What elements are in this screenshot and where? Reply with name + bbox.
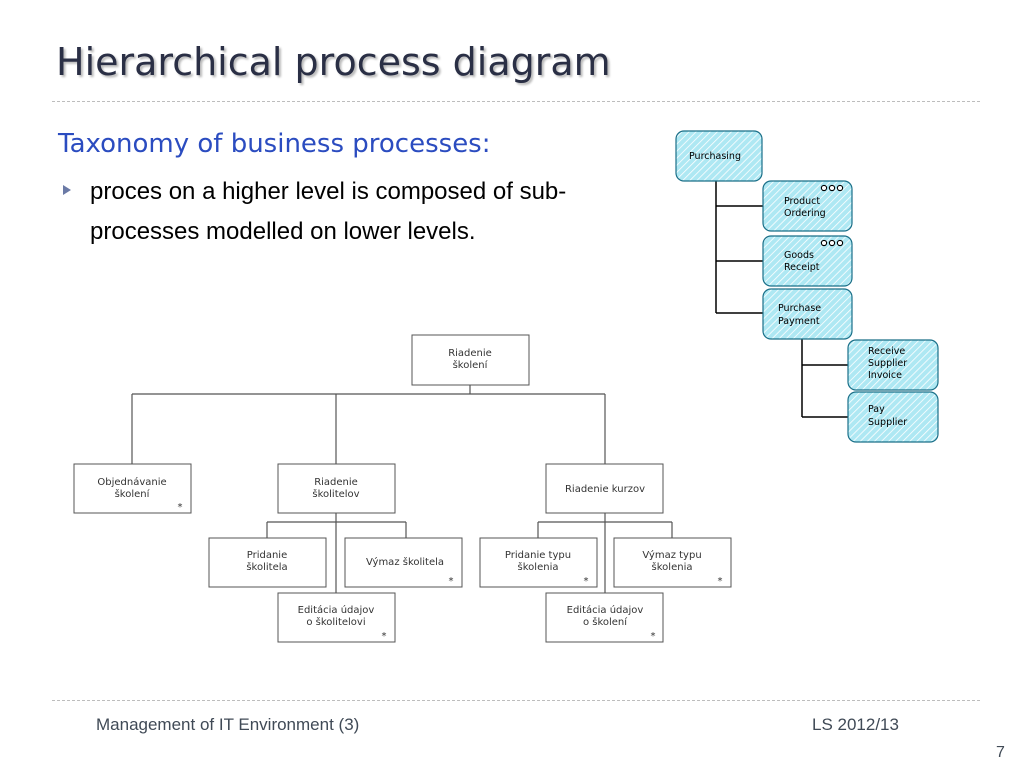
purchasing-connectors [715,181,848,418]
tree-connectors [131,385,673,593]
footer-divider [52,700,980,701]
slide-title: Hierarchical process diagram [56,40,611,84]
title-divider [52,101,980,102]
node-purchasing: Purchasing [675,130,763,182]
svg-text:Výmaz školitela: Výmaz školitela [366,556,444,568]
footer-course-title: Management of IT Environment (3) [96,715,360,734]
node-vymaz-skolitela: Výmaz školitela * [344,537,463,588]
svg-text:Purchasing: Purchasing [689,151,741,162]
svg-text:*: * [178,502,183,513]
svg-text:*: * [449,576,454,587]
svg-text:*: * [718,576,723,587]
footer-semester: LS 2012/13 [812,715,899,734]
slide-subtitle: Taxonomy of business processes: [58,129,491,159]
svg-text:Riadenie kurzov: Riadenie kurzov [565,484,645,495]
page-number: 7 [996,744,1005,761]
process-detail-icon [820,184,844,192]
node-riadenie-kurzov: Riadenie kurzov [545,463,664,514]
svg-text:*: * [651,631,656,642]
svg-text:*: * [382,631,387,642]
svg-text:*: * [584,576,589,587]
bullet-arrow-icon [63,185,71,195]
bullet-text: proces on a higher level is composed of … [90,178,567,245]
process-detail-icon [820,239,844,247]
